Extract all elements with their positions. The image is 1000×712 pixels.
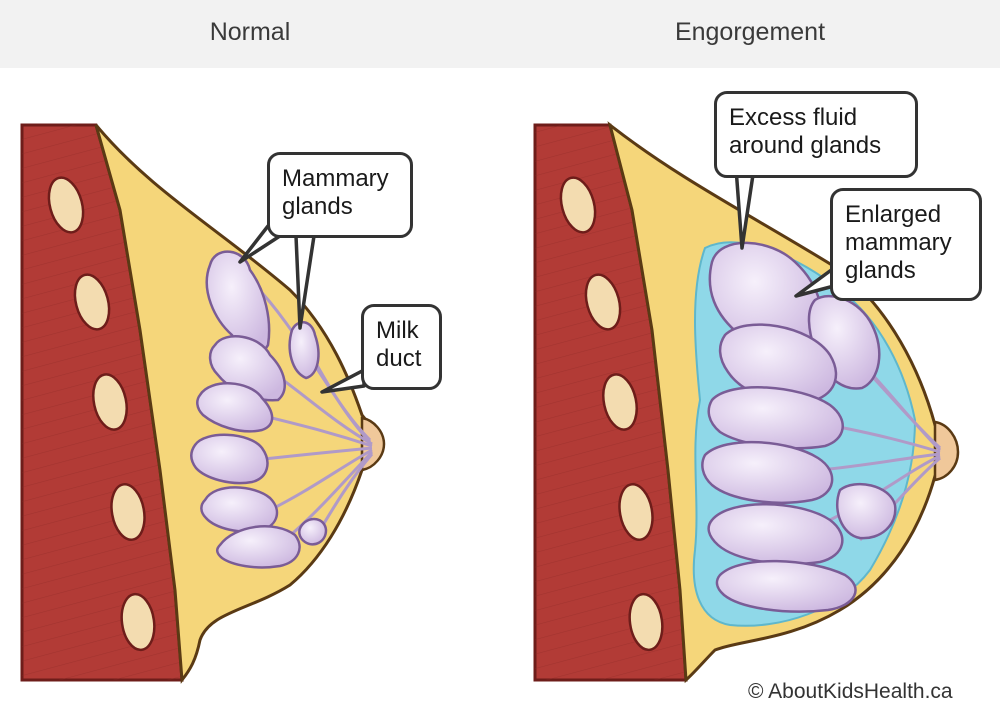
mammary-gland — [190, 433, 269, 485]
mammary-gland — [196, 382, 274, 433]
rib-icon — [73, 273, 111, 331]
rib-icon — [618, 483, 654, 541]
enlarged-gland — [707, 503, 844, 566]
rib-icon — [628, 592, 664, 652]
rib-icon — [602, 373, 638, 431]
rib-icon — [120, 592, 156, 652]
rib-icon — [92, 373, 128, 431]
copyright-notice: © AboutKidsHealth.ca — [748, 680, 953, 703]
engorged-breast — [533, 121, 960, 684]
rib-icon — [110, 483, 146, 541]
enlarged-gland — [707, 386, 844, 450]
engorged-nipple — [933, 420, 960, 482]
enlarged-gland — [835, 482, 897, 540]
enlarged-gland — [701, 440, 834, 504]
mammary-gland — [298, 517, 328, 546]
rib-icon — [584, 273, 622, 331]
mammary-glands-callout: Mammary glands — [267, 152, 413, 238]
enlarged-glands-callout: Enlarged mammary glands — [830, 188, 982, 301]
mammary-gland — [205, 250, 271, 355]
enlarged-gland — [715, 559, 857, 613]
engorgement-panel-title: Engorgement — [674, 18, 826, 46]
header-bar — [0, 0, 1000, 68]
normal-panel-title: Normal — [209, 18, 291, 46]
rib-icon — [47, 176, 85, 234]
excess-fluid-callout: Excess fluid around glands — [714, 91, 918, 178]
rib-icon — [559, 176, 597, 234]
mammary-gland — [288, 321, 320, 380]
milk-duct-callout: Milk duct — [361, 304, 442, 390]
mammary-gland — [216, 525, 301, 569]
normal-breast — [20, 123, 386, 684]
